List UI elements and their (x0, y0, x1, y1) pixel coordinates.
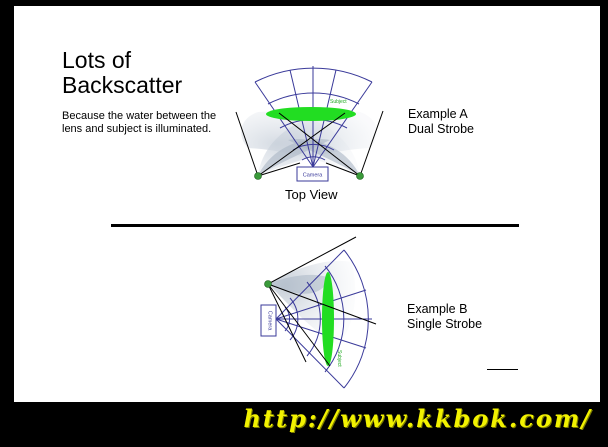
example-b-title: Example B (407, 302, 468, 316)
section-divider (111, 224, 519, 227)
top-view-label: Top View (285, 187, 338, 202)
watermark-bar (0, 402, 608, 447)
slide-title: Lots of Backscatter (62, 48, 242, 98)
camera-a (296, 166, 329, 182)
subject-b (322, 272, 334, 366)
single-strobe-arm-bottom (267, 283, 307, 363)
example-a-diagram: Subject Camera (235, 66, 384, 182)
subject-a-label: Subject (330, 99, 347, 105)
camera-b (260, 304, 277, 337)
single-strobe (264, 280, 272, 288)
title-line-1: Lots of (62, 47, 132, 73)
left-strobe (254, 172, 262, 180)
right-inner-glow (288, 139, 360, 176)
camera-b-label: Camera (267, 311, 273, 332)
example-a-label: Example A Dual Strobe (408, 107, 474, 137)
subject-b-label: Subject (336, 350, 342, 367)
watermark-text: http://www.kkbok.com/ (243, 404, 592, 433)
example-a-title: Example A (408, 107, 468, 121)
single-strobe-arm-top (267, 236, 357, 285)
footer-line (487, 369, 518, 370)
subject-a (266, 107, 356, 121)
example-b-diagram: Subject Camera (260, 236, 377, 389)
right-strobe-arm (359, 110, 384, 177)
example-a-subtitle: Dual Strobe (408, 122, 475, 136)
example-b-subtitle: Single Strobe (407, 317, 483, 331)
slide-description: Because the water between the lens and s… (62, 110, 217, 135)
left-strobe-arm (235, 111, 259, 177)
example-b-label: Example B Single Strobe (407, 302, 482, 332)
title-line-2: Backscatter (62, 72, 183, 98)
camera-a-label: Camera (303, 173, 324, 179)
right-strobe (356, 172, 364, 180)
